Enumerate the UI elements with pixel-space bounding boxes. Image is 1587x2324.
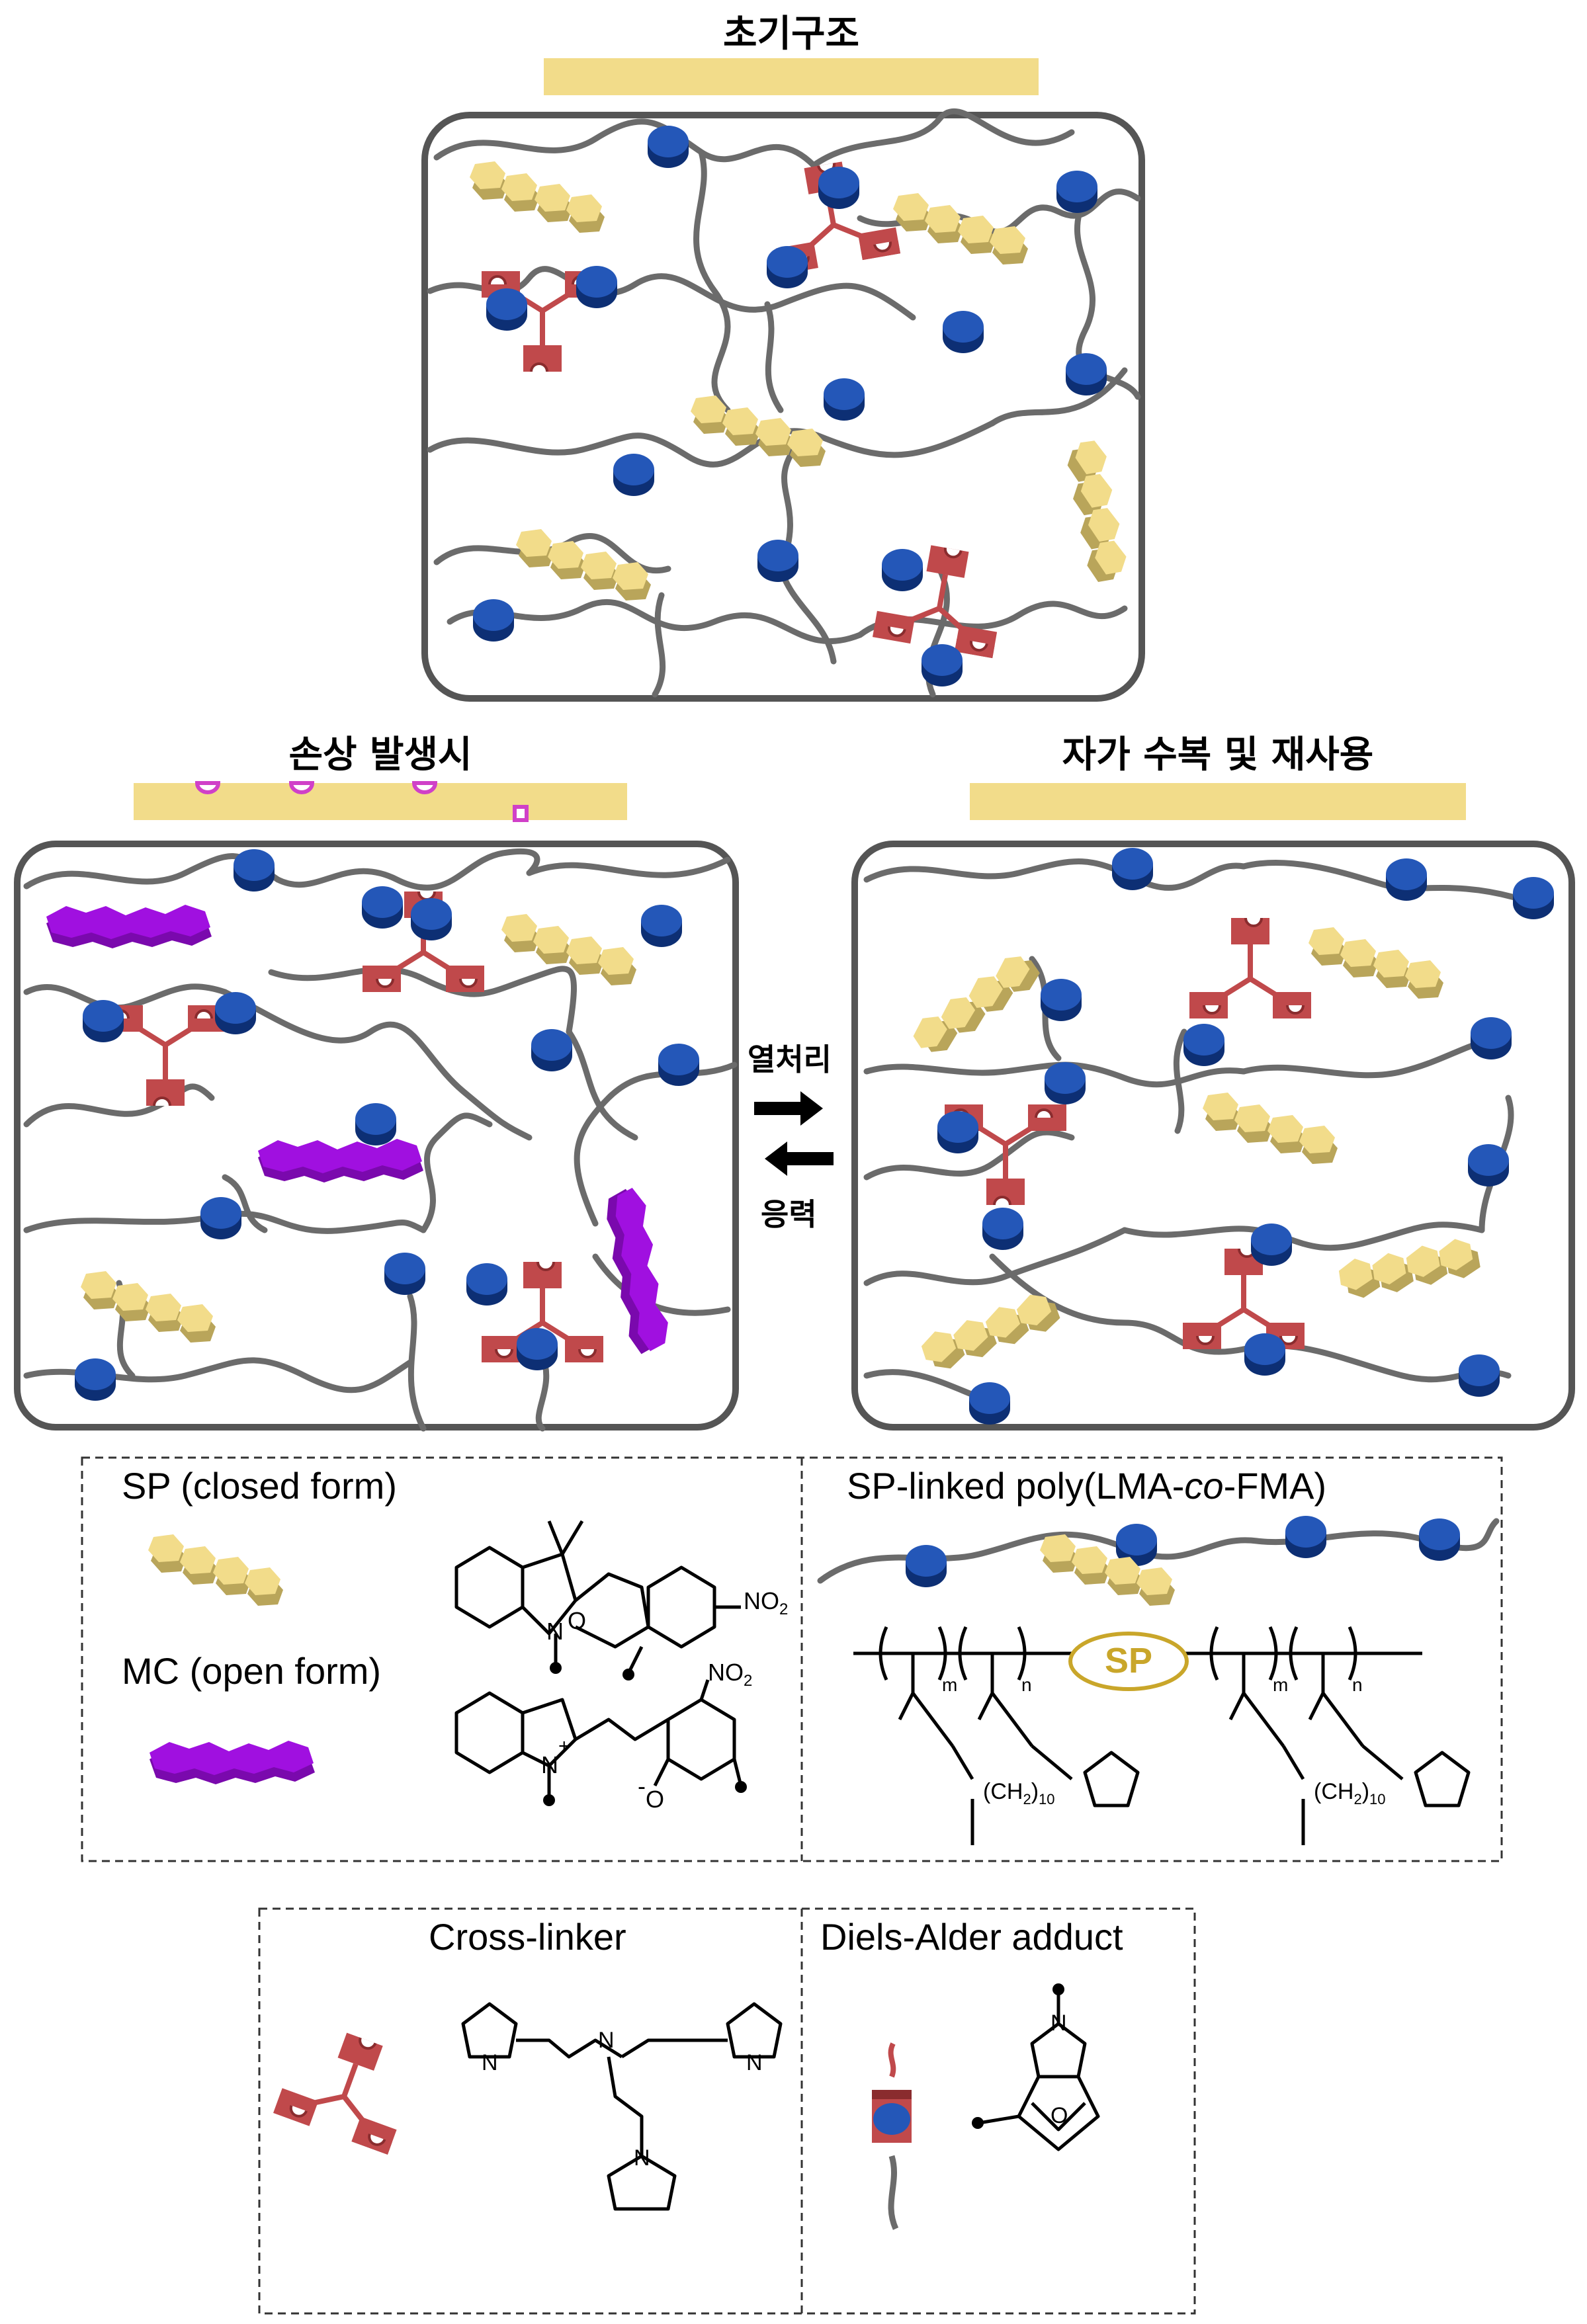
ch2-group-1: (CH2)10 xyxy=(983,1779,1055,1807)
sp-badge-label: SP xyxy=(1104,1641,1153,1681)
legend-diels-alder: Diels-Alder adduct xyxy=(820,1916,1123,1958)
legend-mc-open: MC (open form) xyxy=(122,1650,382,1692)
sub-m-2: m xyxy=(1273,1675,1289,1695)
title-healed: 자가 수복 및 재사용 xyxy=(1062,733,1374,776)
title-initial: 초기구조 xyxy=(722,13,860,56)
mc-minus: - xyxy=(638,1772,646,1800)
polymer-suffix: -FMA) xyxy=(1223,1465,1327,1507)
polymer-co: co xyxy=(1184,1465,1224,1507)
sp-n-atom: N xyxy=(546,1618,564,1645)
mc-plus: + xyxy=(558,1735,570,1757)
sub-n-1: n xyxy=(1021,1675,1032,1695)
xl-n-atom-2: N xyxy=(598,2028,615,2053)
legend-sp-closed: SP (closed form) xyxy=(122,1465,397,1507)
sub-n-2: n xyxy=(1352,1675,1363,1695)
da-o-bridge: O xyxy=(1051,2103,1068,2128)
xl-n-atom-1: N xyxy=(482,2050,498,2075)
sp-o-atom: O xyxy=(568,1607,587,1634)
xl-n-atom-4: N xyxy=(634,2145,650,2171)
ch2-group-2: (CH2)10 xyxy=(1314,1779,1386,1807)
mc-o-atom: O xyxy=(646,1786,665,1813)
legend-cross-linker: Cross-linker xyxy=(429,1916,626,1958)
arrow-label-stress: 응력 xyxy=(761,1196,817,1232)
polymer-prefix: SP-linked poly(LMA- xyxy=(847,1465,1185,1507)
legend-polymer-title: SP-linked poly(LMA-co-FMA) xyxy=(847,1464,1326,1507)
mc-nitro-group: NO2 xyxy=(708,1659,753,1690)
xl-n-atom-3: N xyxy=(746,2050,763,2075)
mc-n-atom: N xyxy=(541,1751,558,1778)
arrow-label-heat: 열처리 xyxy=(748,1042,832,1077)
sp-nitro-group: NO2 xyxy=(744,1587,789,1619)
da-n-atom: N xyxy=(1051,2011,1067,2036)
sub-m-1: m xyxy=(942,1675,958,1695)
title-damaged: 손상 발생시 xyxy=(288,733,472,776)
